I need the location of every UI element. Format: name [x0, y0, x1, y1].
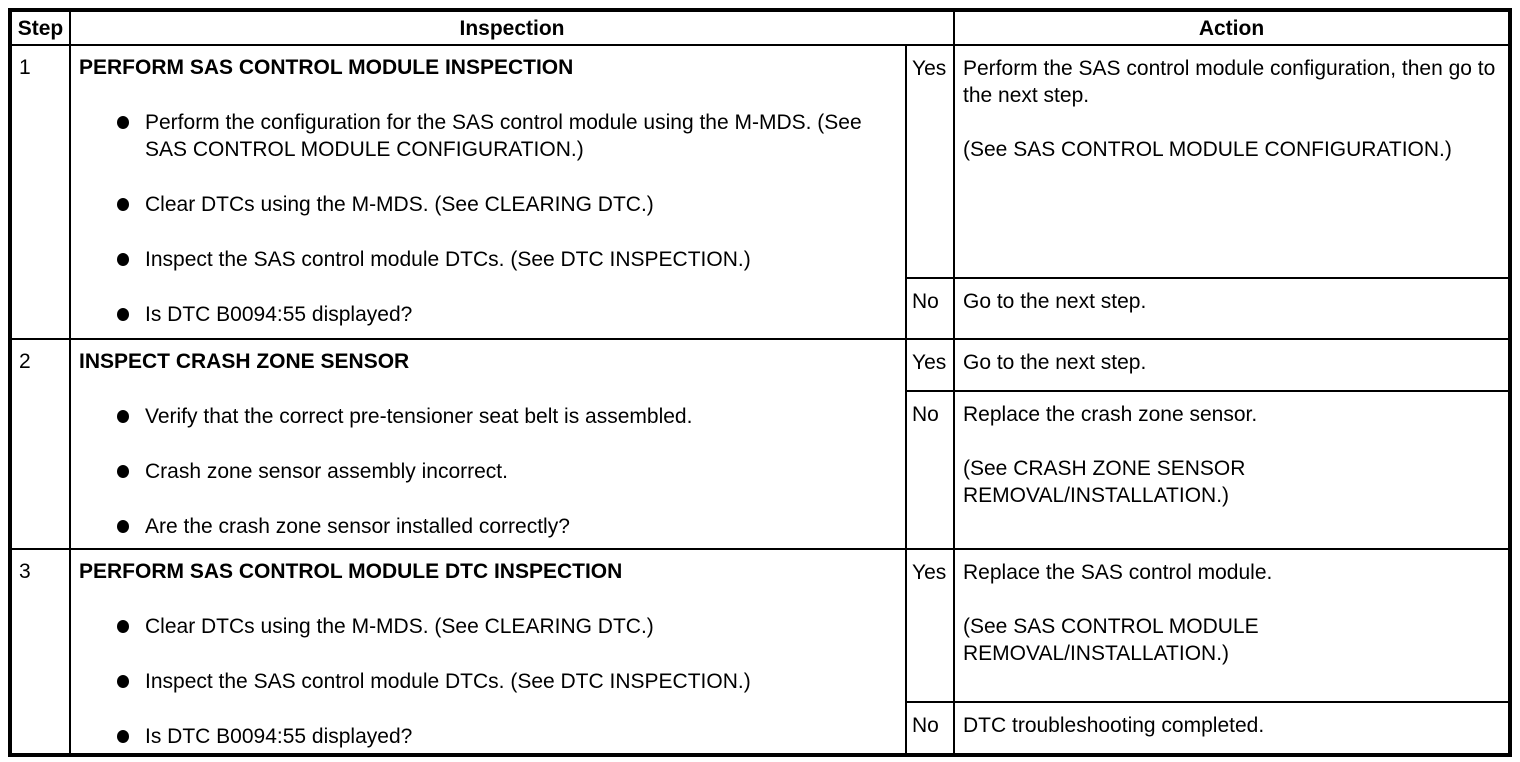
step-number-cell: 1: [12, 46, 71, 338]
outcomes-column: Yes Perform the SAS control module confi…: [907, 46, 1508, 338]
outcome-row: Yes Go to the next step.: [907, 340, 1508, 392]
outcome-label: No: [907, 392, 955, 548]
bullet-item: Verify that the correct pre-tensioner se…: [117, 403, 895, 430]
bullet-item: Perform the configuration for the SAS co…: [117, 109, 895, 163]
bullet-item: Is DTC B0094:55 displayed?: [117, 723, 895, 750]
bullet-dot-icon: [117, 253, 129, 266]
bullet-dot-icon: [117, 198, 129, 211]
bullet-list: Verify that the correct pre-tensioner se…: [79, 403, 895, 540]
table-header-row: Step Inspection Action: [12, 12, 1508, 46]
bullet-item: Inspect the SAS control module DTCs. (Se…: [117, 246, 895, 273]
bullet-text: Perform the configuration for the SAS co…: [145, 111, 862, 161]
outcome-row: No Replace the crash zone sensor. (See C…: [907, 392, 1508, 548]
bullet-dot-icon: [117, 620, 129, 633]
bullet-text: Clear DTCs using the M-MDS. (See CLEARIN…: [145, 615, 654, 638]
table-row: 3 PERFORM SAS CONTROL MODULE DTC INSPECT…: [12, 550, 1508, 753]
action-cell: Replace the SAS control module. (See SAS…: [963, 561, 1273, 665]
action-cell: Perform the SAS control module configura…: [963, 57, 1496, 161]
bullet-dot-icon: [117, 410, 129, 423]
inspection-cell: PERFORM SAS CONTROL MODULE INSPECTION Pe…: [71, 46, 907, 338]
outcomes-column: Yes Replace the SAS control module. (See…: [907, 550, 1508, 753]
outcome-row: Yes Perform the SAS control module confi…: [907, 46, 1508, 279]
outcome-label: No: [907, 703, 955, 753]
header-action: Action: [1198, 17, 1265, 40]
bullet-dot-icon: [117, 116, 129, 129]
table-body: 1 PERFORM SAS CONTROL MODULE INSPECTION …: [12, 46, 1508, 753]
step-number-cell: 3: [12, 550, 71, 753]
step-title: PERFORM SAS CONTROL MODULE DTC INSPECTIO…: [79, 560, 623, 583]
bullet-item: Inspect the SAS control module DTCs. (Se…: [117, 668, 895, 695]
outcome-row: No DTC troubleshooting completed.: [907, 703, 1508, 753]
outcome-label: No: [907, 279, 955, 338]
bullet-dot-icon: [117, 465, 129, 478]
bullet-text: Clear DTCs using the M-MDS. (See CLEARIN…: [145, 193, 654, 216]
bullet-text: Are the crash zone sensor installed corr…: [145, 515, 570, 538]
bullet-text: Crash zone sensor assembly incorrect.: [145, 460, 508, 483]
bullet-list: Clear DTCs using the M-MDS. (See CLEARIN…: [79, 613, 895, 750]
inspection-cell: PERFORM SAS CONTROL MODULE DTC INSPECTIO…: [71, 550, 907, 753]
inspection-cell: INSPECT CRASH ZONE SENSOR Verify that th…: [71, 340, 907, 548]
outcomes-column: Yes Go to the next step. No Replace the …: [907, 340, 1508, 548]
action-cell: DTC troubleshooting completed.: [963, 714, 1265, 737]
action-cell: Go to the next step.: [963, 351, 1147, 374]
bullet-text: Is DTC B0094:55 displayed?: [145, 303, 413, 326]
bullet-dot-icon: [117, 520, 129, 533]
bullet-item: Crash zone sensor assembly incorrect.: [117, 458, 895, 485]
bullet-item: Clear DTCs using the M-MDS. (See CLEARIN…: [117, 191, 895, 218]
step-title: PERFORM SAS CONTROL MODULE INSPECTION: [79, 56, 574, 79]
bullet-dot-icon: [117, 675, 129, 688]
bullet-text: Verify that the correct pre-tensioner se…: [145, 405, 693, 428]
outcome-row: Yes Replace the SAS control module. (See…: [907, 550, 1508, 703]
header-step: Step: [12, 12, 71, 44]
bullet-item: Is DTC B0094:55 displayed?: [117, 301, 895, 328]
action-cell: Replace the crash zone sensor. (See CRAS…: [963, 403, 1258, 507]
bullet-item: Clear DTCs using the M-MDS. (See CLEARIN…: [117, 613, 895, 640]
bullet-item: Are the crash zone sensor installed corr…: [117, 513, 895, 540]
header-inspection: Inspection: [71, 12, 955, 44]
step-number-cell: 2: [12, 340, 71, 548]
bullet-list: Perform the configuration for the SAS co…: [79, 109, 895, 328]
outcome-label: Yes: [907, 550, 955, 701]
bullet-dot-icon: [117, 730, 129, 743]
outcome-row: No Go to the next step.: [907, 279, 1508, 338]
bullet-text: Inspect the SAS control module DTCs. (Se…: [145, 670, 751, 693]
table-row: 1 PERFORM SAS CONTROL MODULE INSPECTION …: [12, 46, 1508, 340]
bullet-text: Is DTC B0094:55 displayed?: [145, 725, 413, 748]
action-cell: Go to the next step.: [963, 290, 1147, 313]
bullet-dot-icon: [117, 308, 129, 321]
outcome-label: Yes: [907, 46, 955, 277]
troubleshooting-table: Step Inspection Action 1 PERFORM SAS CON…: [8, 8, 1512, 757]
outcome-label: Yes: [907, 340, 955, 390]
table-row: 2 INSPECT CRASH ZONE SENSOR Verify that …: [12, 340, 1508, 550]
step-title: INSPECT CRASH ZONE SENSOR: [79, 350, 410, 373]
bullet-text: Inspect the SAS control module DTCs. (Se…: [145, 248, 751, 271]
